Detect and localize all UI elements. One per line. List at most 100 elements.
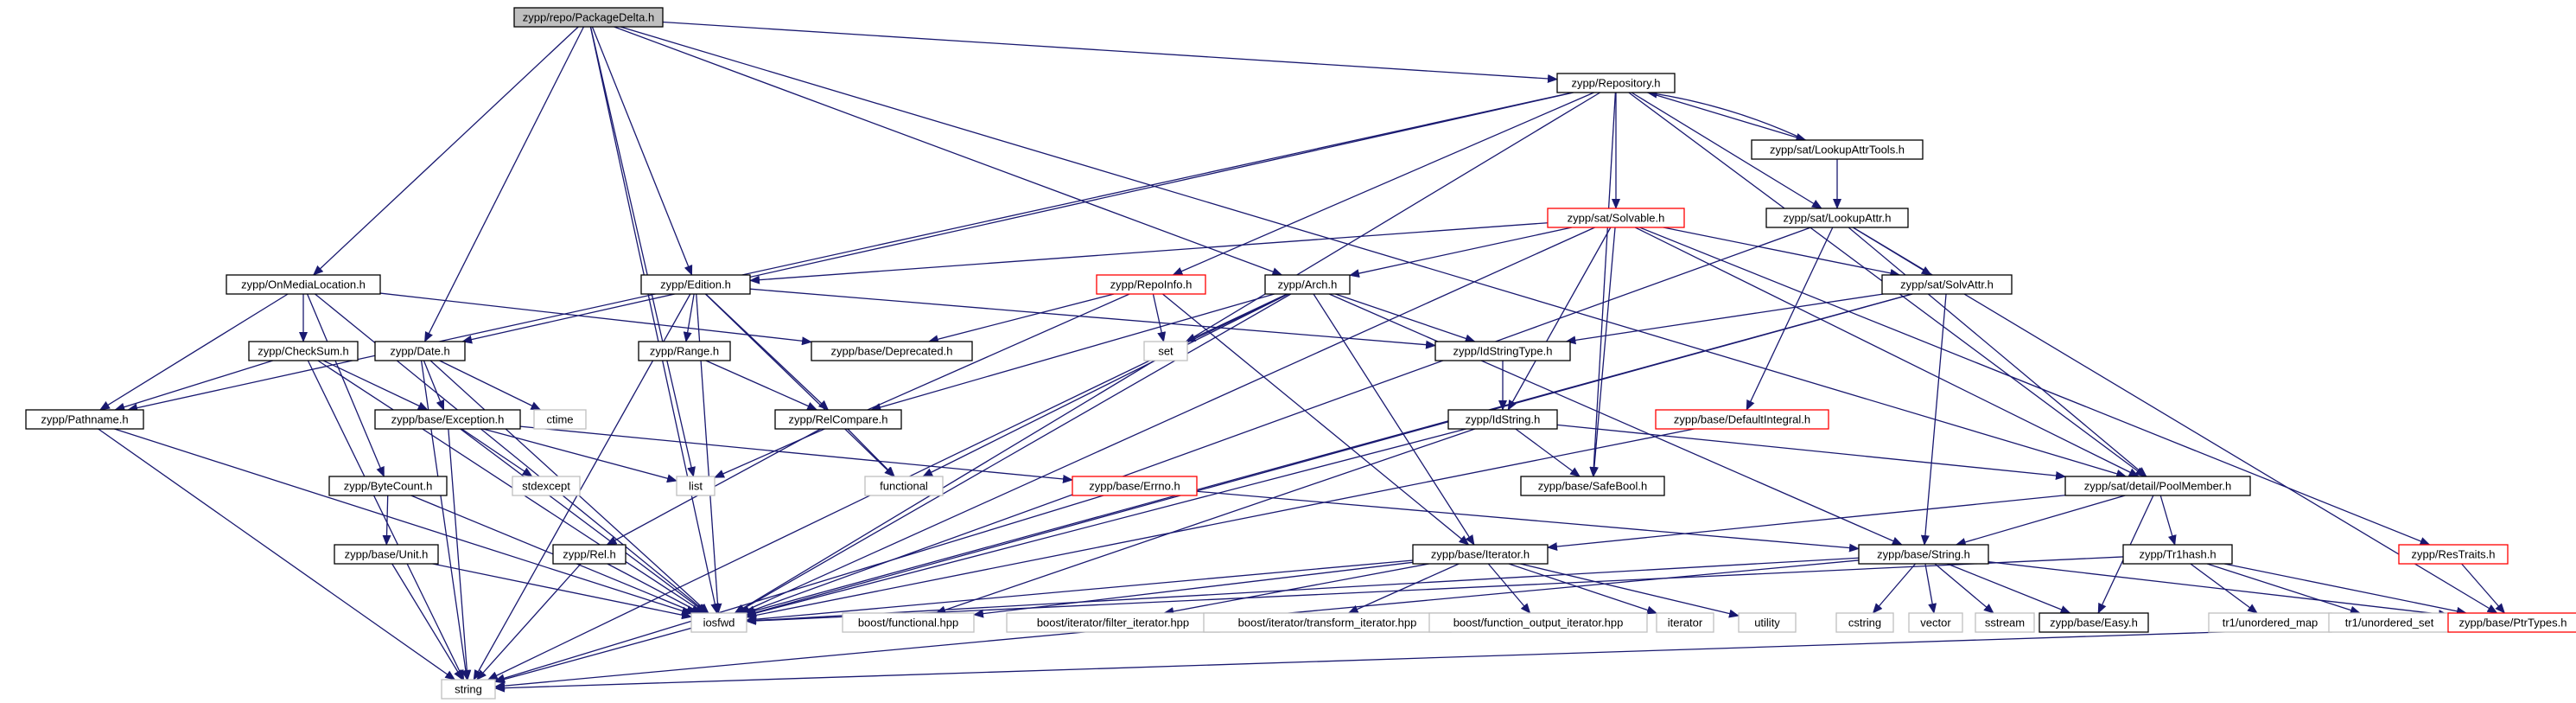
edge-arch-to-string_h [1328,293,1903,546]
edge-line [476,563,582,681]
node-onmedialocation[interactable]: zypp/OnMediaLocation.h [226,274,381,295]
node-unit[interactable]: zypp/base/Unit.h [334,544,439,565]
edge-line [98,428,456,681]
edge-line [127,92,1574,412]
edge-line [423,360,445,411]
node-label: zypp/base/Deprecated.h [831,345,953,358]
node-iterator_h[interactable]: zypp/base/Iterator.h [1412,544,1549,565]
edge-line [704,293,895,477]
edge-line [2190,563,2258,614]
node-box [1835,612,1894,633]
node-label: zypp/base/Errno.h [1089,480,1180,493]
edge-line [746,556,2124,625]
node-lookupattrtools[interactable]: zypp/sat/LookupAttrTools.h [1751,139,1924,160]
edge-line [1746,227,1834,411]
node-cstring: cstring [1835,612,1894,633]
edge-line [1947,563,2071,614]
node-relcompare[interactable]: zypp/RelCompare.h [774,409,902,430]
node-deprecated[interactable]: zypp/base/Deprecated.h [811,341,973,361]
node-stdexcept: stdexcept [512,476,581,496]
node-range[interactable]: zypp/Range.h [638,341,731,361]
edge-tr1hash-to-unordered_set [2206,563,2361,615]
edge-string_h-to-vector [1924,563,1937,614]
edge-line [2461,563,2506,614]
node-rel[interactable]: zypp/Rel.h [552,544,627,565]
edge-line [1347,563,1460,614]
node-tr1hash[interactable]: zypp/Tr1hash.h [2122,544,2233,565]
node-label: zypp/base/PtrTypes.h [2458,617,2566,630]
node-string_h[interactable]: zypp/base/String.h [1858,544,1989,565]
edge-pkgdelta-to-onmedialocation [313,26,579,276]
edge-line [461,92,1574,344]
node-arch[interactable]: zypp/Arch.h [1264,274,1351,295]
node-defaultintegral[interactable]: zypp/base/DefaultIntegral.h [1655,409,1829,430]
edge-exception-to-stdexcept [461,428,533,477]
edge-line [1508,563,1657,615]
edge-line [927,293,1115,344]
node-solvattr[interactable]: zypp/sat/SolvAttr.h [1881,274,2013,295]
edge-iterator_h-to-boost_funcout [1487,563,1531,614]
edge-line [662,21,1558,83]
node-label: zypp/ByteCount.h [344,480,433,493]
node-ptrtypes[interactable]: zypp/base/PtrTypes.h [2447,612,2576,633]
node-idstring[interactable]: zypp/IdString.h [1447,409,1558,430]
edge-rel-to-iosfwd [607,563,702,614]
edge-checksum-to-pathname [114,360,273,412]
node-label: boost/function_output_iterator.hpp [1453,617,1624,630]
node-easy[interactable]: zypp/base/Easy.h [2039,612,2149,633]
edge-line [307,360,465,681]
node-edition[interactable]: zypp/Edition.h [640,274,751,295]
edge-poolmember-to-tr1hash [2159,495,2177,546]
edge-checksum-to-iosfwd [317,360,705,614]
edge-defaultintegral-to-iosfwd [746,428,1695,620]
node-label: zypp/sat/Solvable.h [1568,212,1665,225]
node-safebool[interactable]: zypp/base/SafeBool.h [1520,476,1665,496]
node-box [1072,476,1198,496]
node-box [1655,409,1829,430]
node-label: tr1/unordered_map [2223,617,2318,630]
node-label: tr1/unordered_set [2345,617,2434,630]
edge-solvable-to-poolmember [1634,227,2140,477]
node-idstringtype[interactable]: zypp/IdStringType.h [1434,341,1571,361]
node-repository[interactable]: zypp/Repository.h [1556,73,1676,93]
node-label: boost/functional.hpp [858,617,958,630]
edge-line [746,557,1860,625]
node-box [1908,612,1963,633]
node-label: zypp/IdString.h [1466,413,1541,426]
node-bytecount[interactable]: zypp/ByteCount.h [328,476,448,496]
edge-solvable-to-safebool [1589,227,1616,477]
node-layer: zypp/repo/PackageDelta.h zypp/Repository.… [25,7,2576,700]
node-errno[interactable]: zypp/base/Errno.h [1072,476,1198,496]
node-label: zypp/Arch.h [1278,278,1338,291]
edge-arch-to-idstringtype [1335,293,1476,343]
node-label: zypp/Tr1hash.h [2139,548,2216,561]
node-lookupattr[interactable]: zypp/sat/LookupAttr.h [1765,208,1909,228]
node-boost_filter: boost/iterator/filter_iterator.hpp [1006,612,1220,633]
node-pathname[interactable]: zypp/Pathname.h [25,409,144,430]
edge-repository-to-lookupattr [1631,92,1822,209]
edge-line [1349,227,1573,278]
node-label: zypp/base/DefaultIntegral.h [1674,413,1810,426]
edge-idstring-to-safebool [1515,428,1581,477]
edge-line [746,428,1466,617]
node-repoinfo[interactable]: zypp/RepoInfo.h [1096,274,1206,295]
node-exception[interactable]: zypp/base/Exception.h [374,409,521,430]
node-date[interactable]: zypp/Date.h [374,341,466,361]
edge-date-to-exception [423,360,445,411]
edge-arch-to-functional [922,293,1289,477]
node-label: zypp/Date.h [390,345,449,358]
node-restraits[interactable]: zypp/ResTraits.h [2398,544,2509,565]
edge-line [519,425,1073,483]
node-pkgdelta[interactable]: zypp/repo/PackageDelta.h [513,7,664,28]
edge-line [1328,293,1903,546]
node-poolmember[interactable]: zypp/sat/detail/PoolMember.h [2064,476,2251,496]
edge-layer [98,21,2506,693]
edge-line [1872,563,1917,614]
edge-line [739,227,1595,614]
node-label: zypp/RelCompare.h [789,413,888,426]
node-box [226,274,381,295]
node-checksum[interactable]: zypp/CheckSum.h [248,341,359,361]
edge-line [922,293,1289,477]
node-solvable[interactable]: zypp/sat/Solvable.h [1547,208,1685,228]
edge-onmedialocation-to-deprecated [379,292,812,346]
